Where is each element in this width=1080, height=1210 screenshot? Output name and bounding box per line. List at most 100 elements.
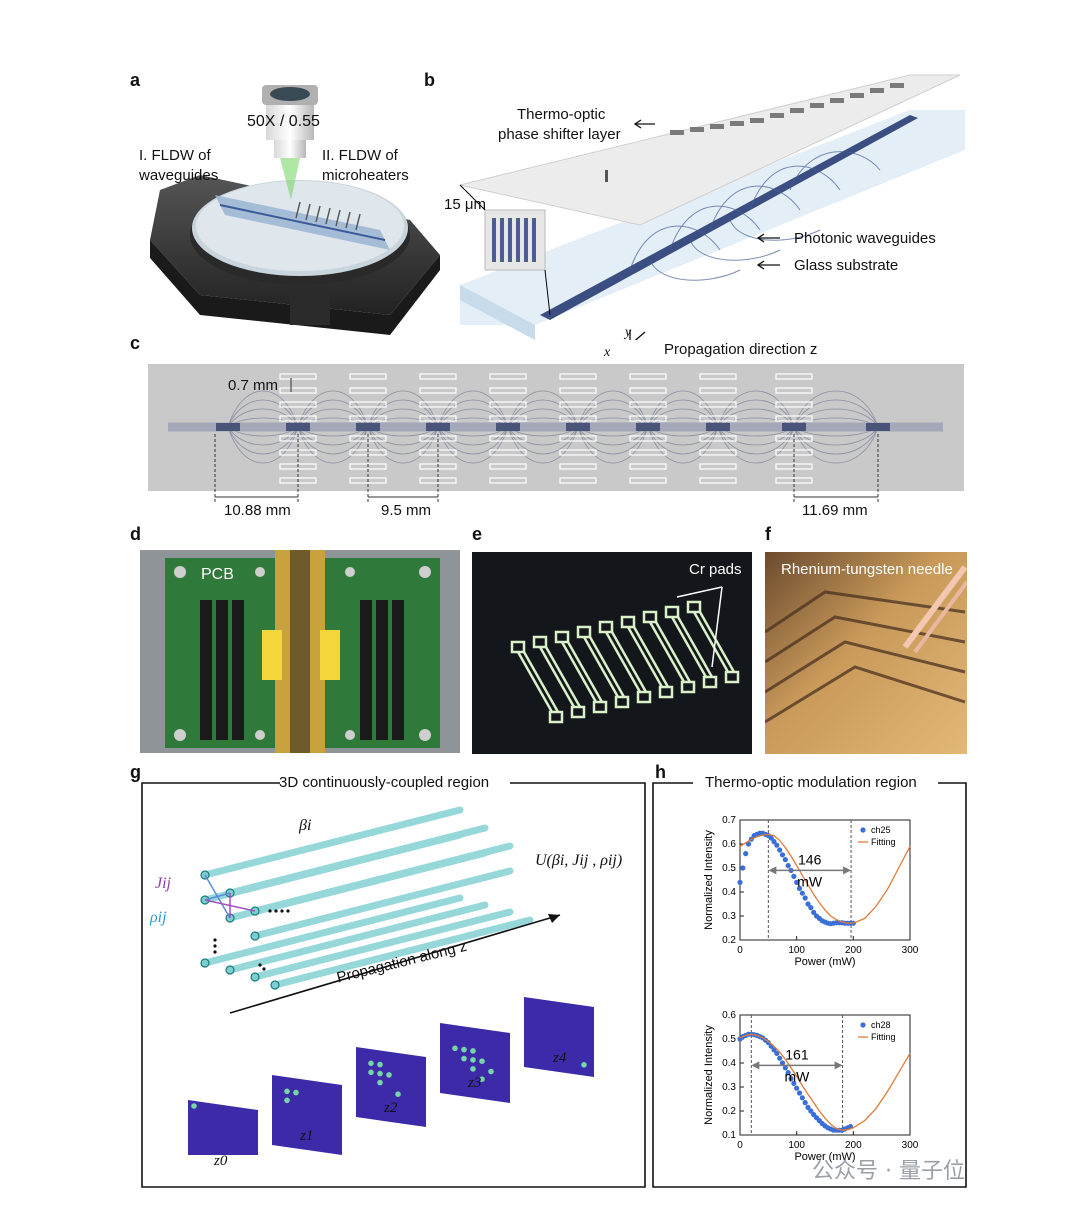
y-tick-label: 0.1 [722,1130,736,1141]
legend-swatch [860,827,866,833]
z0-label: z0 [214,1153,228,1169]
z2-label: z2 [384,1100,398,1116]
dim-07mm-label: 0.7 mm [228,377,279,394]
axis-x-label: x [604,345,611,360]
field-map-z2 [356,1047,426,1127]
data-point [796,885,803,891]
coupled-waveguides-illustration [200,806,561,1014]
y-tick-label: 0.7 [722,815,736,826]
field-map-z4 [524,997,594,1077]
data-point [808,905,814,911]
data-point [799,890,805,896]
x-tick-label: 200 [845,1140,862,1151]
data-point [808,1108,814,1114]
y-tick-label: 0.4 [722,1058,736,1069]
x-tick-label: 0 [737,945,743,956]
y-tick-label: 0.5 [722,863,736,874]
y-tick-label: 0.6 [722,839,736,850]
y-tick-label: 0.2 [722,1106,736,1117]
span-arrowhead-left [751,1061,760,1070]
propagation-direction-label: Propagation direction z [664,341,818,358]
span-arrowhead-right [843,866,852,875]
dim-1169mm-label: 11.69 mm [802,502,868,519]
x-tick-label: 300 [902,945,919,956]
data-point [768,835,774,841]
objective-label: 50X / 0.55 [247,113,320,130]
beta-label: βi [299,817,312,834]
data-point [802,895,808,901]
glass-substrate-label: Glass substrate [794,257,899,274]
legend-swatch [860,1022,866,1028]
data-point [791,873,797,879]
x-axis-label: Power (mW) [794,1151,855,1163]
data-point [794,879,800,885]
inset-scale-label: 15 μm [444,196,486,213]
fldw-waveguides-line1: I. FLDW of [139,147,211,164]
legend-label: Fitting [871,1032,896,1042]
cr-pads-photo [472,552,752,754]
data-point [782,857,788,863]
x-tick-label: 100 [788,945,805,956]
axis-y-label: y [625,325,632,340]
data-point [779,1060,786,1066]
data-point [737,879,743,885]
panel-h-frame [652,782,967,1188]
legend-label: Fitting [871,837,896,847]
chart-frame [739,1014,911,1136]
data-point [802,1100,808,1106]
field-distribution-maps [188,997,594,1155]
data-point [805,901,811,907]
panel-g-title: 3D continuously-coupled region [279,774,490,791]
pcb-label: PCB [201,566,234,583]
panel-f-label: f [765,524,771,544]
fldw-microheaters-line1: II. FLDW of [322,147,398,164]
photonic-waveguides-label: Photonic waveguides [794,230,936,247]
field-map-z1 [272,1075,342,1155]
panel-g-label: g [130,762,141,782]
z1-label: z1 [300,1128,314,1144]
y-axis-label: Normalized Intensity [703,1025,715,1125]
data-point [745,841,752,847]
legend-label: ch25 [871,825,891,835]
data-point [779,852,786,858]
y-tick-label: 0.3 [722,911,736,922]
x-axis-label: Power (mW) [794,956,855,968]
y-tick-label: 0.6 [722,1010,736,1021]
phase-shifter-line1: Thermo-optic [517,106,606,123]
data-point [777,1055,783,1061]
legend-label: ch28 [871,1020,891,1030]
data-point [799,1095,805,1101]
data-point [774,842,780,848]
x-tick-label: 300 [902,1140,919,1151]
data-point [777,847,783,853]
needle-label: Rhenium-tungsten needle [781,561,953,578]
chip-layout-diagram [148,364,964,504]
data-point [785,863,791,869]
span-unit: mW [785,1068,811,1084]
chip-3d-illustration [459,74,965,340]
data-point [771,839,777,845]
fitting-curve [739,1033,911,1131]
x-tick-label: 200 [845,945,862,956]
fldw-waveguides-line2: waveguides [139,167,219,184]
panel-g-frame [141,782,646,1188]
y-axis-label: Normalized Intensity [703,830,715,930]
panel-b-label: b [424,70,435,90]
panel-a-label: a [130,70,141,90]
phase-shifter-line2: phase shifter layer [498,126,621,143]
y-tick-label: 0.4 [722,887,736,898]
panel-e-label: e [472,524,483,544]
x-tick-label: 100 [788,1140,805,1151]
pcb-photo [140,550,460,753]
span-arrowhead-right [834,1061,843,1070]
coupling-j-label: Jij [155,875,171,892]
data-point [811,909,817,915]
fldw-setup-illustration [150,85,440,335]
data-point [782,1065,788,1071]
watermark-text: 公众号 · 量子位 [812,1159,965,1184]
cr-pads-label: Cr pads [689,561,742,578]
data-point [774,1050,780,1056]
unitary-label: U(βi, Jij , ρij) [535,852,623,869]
